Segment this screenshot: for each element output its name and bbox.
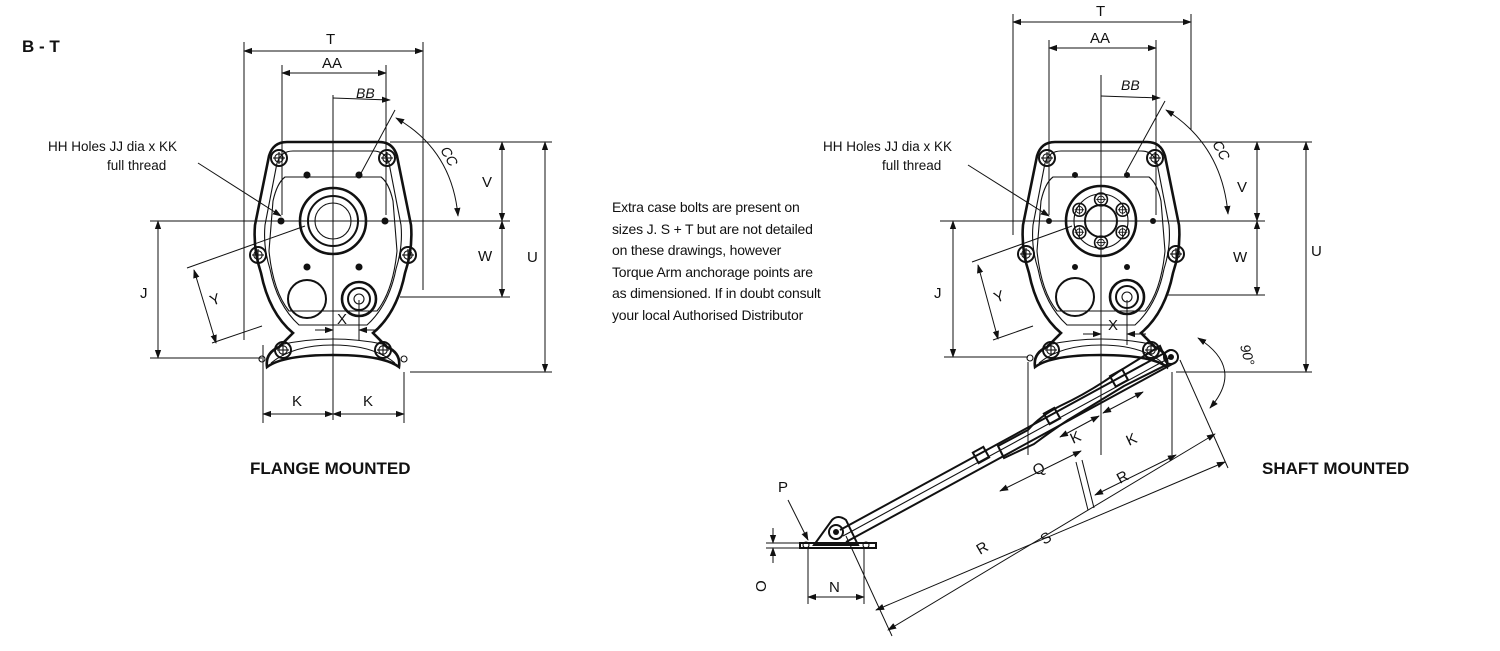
dim-K2-shaft: K xyxy=(1124,430,1140,450)
note-line: as dimensioned. If in doubt consult xyxy=(612,285,821,301)
flange-mounted-caption: FLANGE MOUNTED xyxy=(250,459,411,478)
note-line: Extra case bolts are present on xyxy=(612,199,800,215)
dim-Q-shaft: Q xyxy=(1030,459,1048,479)
dim-W-flange: W xyxy=(478,248,493,265)
dim-T-flange: T xyxy=(326,31,335,48)
dim-J-flange: J xyxy=(140,285,148,302)
dim-W-shaft: W xyxy=(1233,249,1248,266)
flange-hole-callout-line2: full thread xyxy=(107,158,166,173)
dim-Y-flange: Y xyxy=(208,290,223,309)
case-bolts-note: Extra case bolts are present on sizes J.… xyxy=(612,197,882,326)
dim-U-shaft: U xyxy=(1311,243,1322,260)
angle-90-label: 90° xyxy=(1237,343,1258,368)
dim-K1-shaft: K xyxy=(1068,428,1084,448)
dim-CC-flange: CC xyxy=(437,144,461,170)
shaft-mounted-caption: SHAFT MOUNTED xyxy=(1262,459,1409,478)
dim-AA-shaft: AA xyxy=(1090,30,1110,47)
size-range-label: B - T xyxy=(22,37,60,56)
dim-Y-shaft: Y xyxy=(992,287,1007,306)
shaft-hole-callout-line2: full thread xyxy=(882,158,941,173)
flange-mounted-view: B - T xyxy=(22,31,552,478)
dim-AA-flange: AA xyxy=(322,55,342,72)
dim-K2-flange: K xyxy=(363,393,373,410)
dim-X-shaft: X xyxy=(1108,317,1118,334)
torque-arm xyxy=(799,344,1177,549)
dim-K1-flange: K xyxy=(292,393,302,410)
note-line: on these drawings, however xyxy=(612,242,782,258)
shaft-hole-callout-line1: HH Holes JJ dia x KK xyxy=(823,139,952,154)
dim-T-shaft: T xyxy=(1096,3,1105,20)
dim-V-flange: V xyxy=(482,174,492,191)
dim-N-shaft: N xyxy=(829,579,840,596)
dim-V-shaft: V xyxy=(1237,179,1247,196)
note-line: sizes J. S + T but are not detailed xyxy=(612,220,813,237)
shaft-mounted-view: T AA BB CC V W U J Y X H xyxy=(753,3,1409,637)
flange-hole-callout-line1: HH Holes JJ dia x KK xyxy=(48,139,177,154)
dim-BB-shaft: BB xyxy=(1121,77,1140,93)
dim-O-shaft: O xyxy=(753,580,770,592)
dim-BB-flange: BB xyxy=(356,85,375,101)
dim-X-flange: X xyxy=(337,311,347,328)
dim-P-shaft: P xyxy=(778,479,788,496)
dim-J-shaft: J xyxy=(934,285,942,302)
note-line: your local Authorised Distributor xyxy=(612,306,804,323)
dim-R2-shaft: R xyxy=(974,538,992,558)
dim-U-flange: U xyxy=(527,249,538,266)
note-line: Torque Arm anchorage points are xyxy=(612,263,813,280)
